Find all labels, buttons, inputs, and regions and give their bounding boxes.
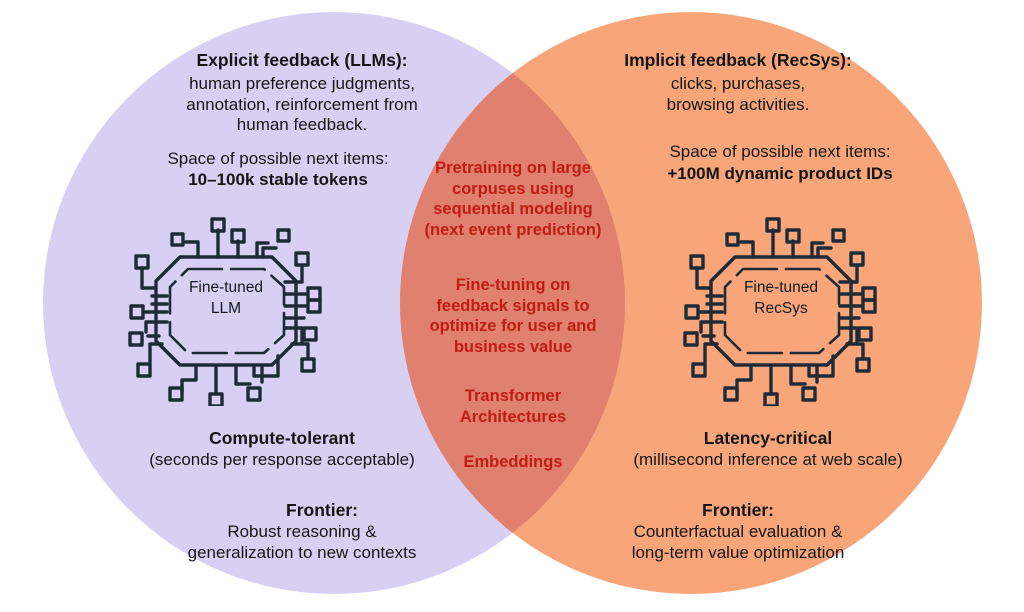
right-chip-graphic: Fine-tuned RecSys	[681, 216, 881, 408]
overlap-region	[400, 12, 625, 594]
left-heading-body: human preference judgments, annotation, …	[186, 74, 418, 135]
right-space-value: +100M dynamic product IDs	[667, 164, 893, 183]
right-heading: Implicit feedback (RecSys):	[624, 50, 852, 70]
left-chip-graphic: Fine-tuned LLM	[126, 216, 326, 408]
left-space-value: 10–100k stable tokens	[188, 170, 368, 189]
right-latency-body: (millisecond inference at web scale)	[633, 450, 903, 469]
right-frontier-body: Counterfactual evaluation & long-term va…	[631, 522, 845, 562]
left-frontier-body: Robust reasoning & generalization to new…	[187, 522, 417, 562]
left-chip-label: Fine-tuned LLM	[188, 279, 264, 317]
overlap-item-transformer: Transformer Architectures	[459, 387, 567, 426]
overlap-item-finetuning: Fine-tuning on feedback signals to optim…	[429, 276, 597, 356]
left-compute-body: (seconds per response acceptable)	[149, 450, 415, 469]
right-heading-body: clicks, purchases, browsing activities.	[666, 74, 810, 114]
overlap-item-pretraining: Pretraining on large corpuses using sequ…	[424, 159, 602, 239]
left-space-label: Space of possible next items:	[167, 149, 389, 168]
overlap-item-embeddings: Embeddings	[463, 453, 563, 471]
right-latency-heading: Latency-critical	[703, 428, 833, 448]
right-chip-label: Fine-tuned RecSys	[743, 279, 819, 317]
right-space-label: Space of possible next items:	[669, 142, 891, 161]
cpu-chip-icon	[683, 217, 877, 408]
cpu-chip-icon	[128, 217, 322, 408]
left-heading: Explicit feedback (LLMs):	[196, 50, 408, 70]
left-frontier-heading: Frontier:	[286, 500, 358, 520]
left-compute-heading: Compute-tolerant	[209, 428, 355, 448]
right-frontier-heading: Frontier:	[702, 500, 774, 520]
